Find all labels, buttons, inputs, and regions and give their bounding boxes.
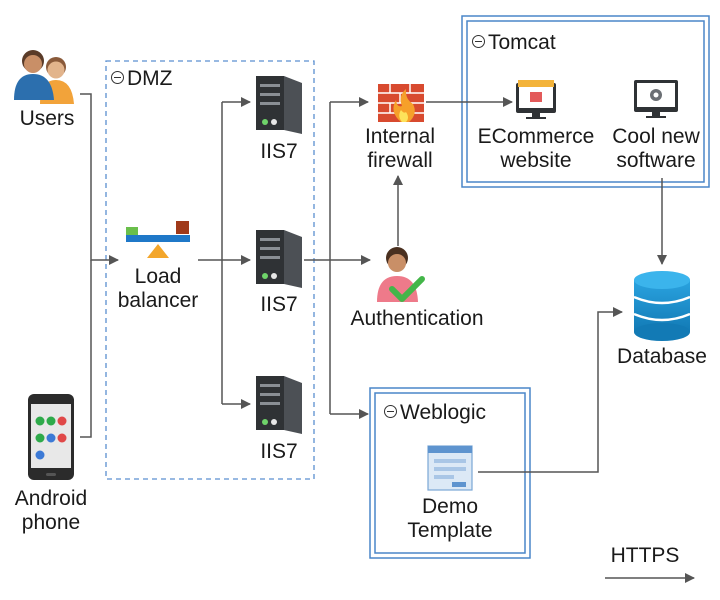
load-balancer-label-line2: balancer xyxy=(117,289,199,312)
demo-template-label: Demo Template xyxy=(398,495,502,543)
weblogic-group-box xyxy=(369,387,531,559)
dmz-group-title: DMZ xyxy=(111,67,173,91)
weblogic-group-title: Weblogic xyxy=(384,401,486,425)
load-balancer-icon xyxy=(126,221,190,258)
load-balancer-label-line1: Load xyxy=(134,265,182,288)
demo-template-icon xyxy=(427,445,473,491)
cool-software-icon xyxy=(634,80,678,118)
demo-template-label-line1: Demo xyxy=(421,495,479,518)
android-phone-label: Android phone xyxy=(2,487,100,535)
tomcat-group-title: Tomcat xyxy=(472,31,556,55)
iis7-mid-label: IIS7 xyxy=(260,293,298,316)
ecommerce-label-line2: website xyxy=(500,149,572,172)
firewall-label-line2: firewall xyxy=(367,149,433,172)
load-balancer-label: Load balancer xyxy=(108,265,208,313)
cool-software-label: Cool new software xyxy=(603,125,709,173)
firewall-icon xyxy=(378,84,424,122)
iis7-top-server-icon xyxy=(256,76,302,134)
authentication-icon xyxy=(377,247,425,302)
cool-software-label-line2: software xyxy=(616,149,696,172)
iis7-top-label: IIS7 xyxy=(260,140,298,163)
iis7-bot-server-icon xyxy=(256,376,302,434)
cool-software-label-line1: Cool new xyxy=(612,125,700,148)
users-icon xyxy=(14,50,74,104)
connector-android-to-bus xyxy=(80,260,92,438)
authentication-label: Authentication xyxy=(350,307,484,330)
ecommerce-label-line1: ECommerce xyxy=(477,125,595,148)
legend-https-label: HTTPS xyxy=(610,544,680,567)
ecommerce-website-icon xyxy=(516,80,556,119)
dmz-title-text: DMZ xyxy=(127,67,173,90)
android-label-line2: phone xyxy=(21,511,81,534)
collapse-icon[interactable] xyxy=(472,35,485,48)
android-phone-icon xyxy=(28,394,74,480)
firewall-label: Internal firewall xyxy=(350,125,450,173)
firewall-label-line1: Internal xyxy=(364,125,436,148)
android-label-line1: Android xyxy=(14,487,88,510)
connector-demo-to-database xyxy=(478,307,623,473)
collapse-icon[interactable] xyxy=(111,71,124,84)
ecommerce-label: ECommerce website xyxy=(470,125,602,173)
iis7-mid-server-icon xyxy=(256,230,302,288)
demo-template-label-line2: Template xyxy=(407,519,493,542)
collapse-icon[interactable] xyxy=(384,405,397,418)
iis7-bot-label: IIS7 xyxy=(260,440,298,463)
database-icon xyxy=(633,271,691,341)
users-label: Users xyxy=(19,107,75,130)
connector-users-to-loadbalancer xyxy=(80,93,119,265)
weblogic-title-text: Weblogic xyxy=(400,401,486,424)
tomcat-title-text: Tomcat xyxy=(488,31,556,54)
database-label: Database xyxy=(617,345,707,368)
dmz-group-box xyxy=(105,60,315,480)
